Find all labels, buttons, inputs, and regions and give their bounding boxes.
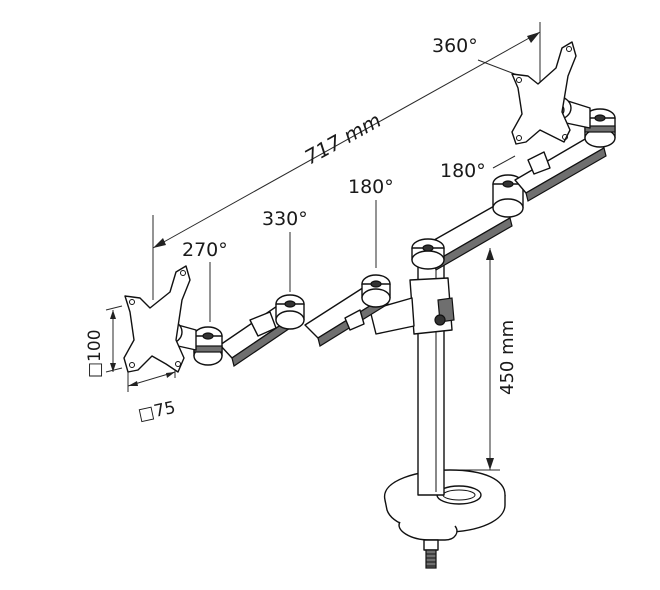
label-rotation-330: 330° <box>262 208 308 230</box>
label-rotation-180-mid: 180° <box>348 176 394 198</box>
label-rotation-360: 360° <box>432 35 478 57</box>
label-rotation-270: 270° <box>182 239 228 261</box>
label-vesa-75: □75 <box>136 398 177 425</box>
right-vesa-plate <box>511 41 577 145</box>
label-rotation-180-right: 180° <box>440 160 486 182</box>
left-arm <box>153 274 415 367</box>
label-450mm: 450 mm <box>497 320 518 395</box>
label-vesa-100: □100 <box>85 329 105 378</box>
support-pole <box>409 249 455 496</box>
dimension-717mm <box>152 22 541 300</box>
left-vesa-plate <box>123 265 191 373</box>
label-717mm: 717 mm <box>300 108 385 169</box>
dimension-450mm <box>455 248 500 471</box>
desk-clamp-base <box>384 469 506 569</box>
dimension-vesa-100 <box>105 305 123 373</box>
rotation-leaders <box>209 59 521 322</box>
right-arm <box>411 95 616 271</box>
